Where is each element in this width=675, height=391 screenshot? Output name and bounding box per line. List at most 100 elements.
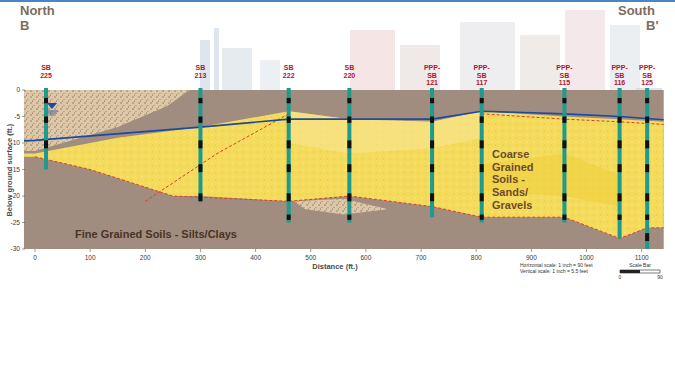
borehole-shaft — [44, 88, 48, 170]
sample-interval — [198, 164, 202, 172]
scale-note: Vertical scale: 1 inch = 5.5 feet — [520, 269, 588, 275]
tick-label: 200 — [140, 254, 151, 261]
unit-label: Coarse Grained Soils - Sands/ Gravels — [492, 148, 542, 211]
building-silhouette — [350, 30, 395, 90]
section-letter: B — [20, 19, 29, 33]
borehole — [480, 88, 484, 223]
coarse-soil-region — [24, 111, 664, 238]
sample-interval — [562, 98, 566, 103]
sample-interval — [347, 140, 351, 148]
unit-label: Fine Grained Soils - Silts/Clays — [75, 228, 237, 240]
sample-interval — [562, 164, 566, 172]
sample-interval — [480, 164, 484, 172]
section-letter: B' — [646, 19, 658, 33]
sample-interval — [480, 140, 484, 148]
sample-interval — [347, 215, 351, 220]
sample-interval — [618, 164, 622, 172]
sample-interval — [287, 98, 291, 103]
sand-lens — [289, 111, 482, 153]
tick-label: 600 — [360, 254, 371, 261]
sample-interval — [44, 140, 48, 148]
borehole-id: SB 220 — [344, 64, 356, 79]
tick-label: 500 — [305, 254, 316, 261]
scale-bar — [620, 270, 660, 273]
building-silhouette — [520, 35, 560, 90]
sample-interval — [430, 117, 434, 123]
fill-layer — [24, 90, 189, 151]
scale-bar-fill — [620, 270, 640, 273]
sample-interval — [347, 98, 351, 103]
borehole-shaft — [347, 88, 351, 223]
borehole-id: PPP-SB 125 — [639, 64, 655, 87]
tick-label: -20 — [11, 192, 20, 199]
sample-interval — [562, 117, 566, 123]
sample-interval — [645, 98, 649, 103]
borehole-shaft — [480, 88, 484, 223]
building-silhouette — [460, 22, 515, 90]
borehole-id: PPP-SB 117 — [474, 64, 490, 87]
borehole-shaft — [645, 88, 649, 249]
scale-note: Horizontal scale: 1 inch = 90 feet — [520, 263, 593, 269]
water-table — [24, 111, 664, 141]
y-tick — [22, 90, 25, 91]
contact-line — [35, 157, 664, 239]
tick-label: -15 — [11, 166, 20, 173]
tick-label: 1100 — [635, 254, 649, 261]
sample-interval — [645, 233, 649, 241]
tick-label: -25 — [11, 219, 20, 226]
tick-label: 400 — [250, 254, 261, 261]
x-tick — [365, 249, 366, 252]
sample-interval — [562, 140, 566, 148]
frame-line — [0, 0, 675, 2]
borehole — [347, 88, 351, 223]
x-tick — [421, 249, 422, 252]
gravel-lens — [294, 199, 388, 215]
sample-interval — [480, 98, 484, 103]
borehole-shaft — [287, 88, 291, 223]
borehole — [430, 88, 434, 217]
sample-interval — [645, 117, 649, 123]
tick-label: 800 — [471, 254, 482, 261]
sample-interval — [480, 215, 484, 220]
sample-interval — [618, 117, 622, 123]
sample-interval — [480, 193, 484, 201]
borehole-id: SB 213 — [195, 64, 207, 79]
building-silhouette — [260, 60, 280, 90]
background-illustration — [200, 10, 640, 90]
y-tick — [22, 169, 25, 170]
sample-interval — [198, 98, 202, 103]
y-tick — [22, 116, 25, 117]
building-silhouette — [222, 48, 252, 90]
tick-label: -10 — [11, 139, 20, 146]
sample-interval — [198, 140, 202, 148]
water-triangle — [47, 103, 57, 109]
x-tick — [35, 249, 36, 252]
sample-interval — [347, 193, 351, 201]
sample-interval — [480, 117, 484, 123]
borehole-id: PPP-SB 115 — [556, 64, 572, 87]
contact-line — [145, 114, 288, 201]
sample-interval — [44, 117, 48, 123]
sample-interval — [287, 117, 291, 123]
tick-label: 300 — [195, 254, 206, 261]
x-tick — [200, 249, 201, 252]
building-silhouette — [214, 28, 219, 90]
borehole — [44, 88, 48, 170]
sample-interval — [618, 140, 622, 148]
sample-interval — [618, 215, 622, 220]
scale-title: Scale Bar — [629, 263, 651, 269]
x-tick — [476, 249, 477, 252]
y-tick — [22, 222, 25, 223]
tick-label: 100 — [85, 254, 96, 261]
x-tick — [255, 249, 256, 252]
contact-line — [482, 114, 664, 125]
sample-interval — [198, 193, 202, 201]
tick-label: -30 — [11, 245, 20, 252]
building-silhouette — [565, 10, 605, 90]
y-tick — [22, 196, 25, 197]
x-tick — [145, 249, 146, 252]
sample-interval — [562, 193, 566, 201]
borehole-shaft — [430, 88, 434, 217]
borehole-shaft — [198, 88, 202, 201]
